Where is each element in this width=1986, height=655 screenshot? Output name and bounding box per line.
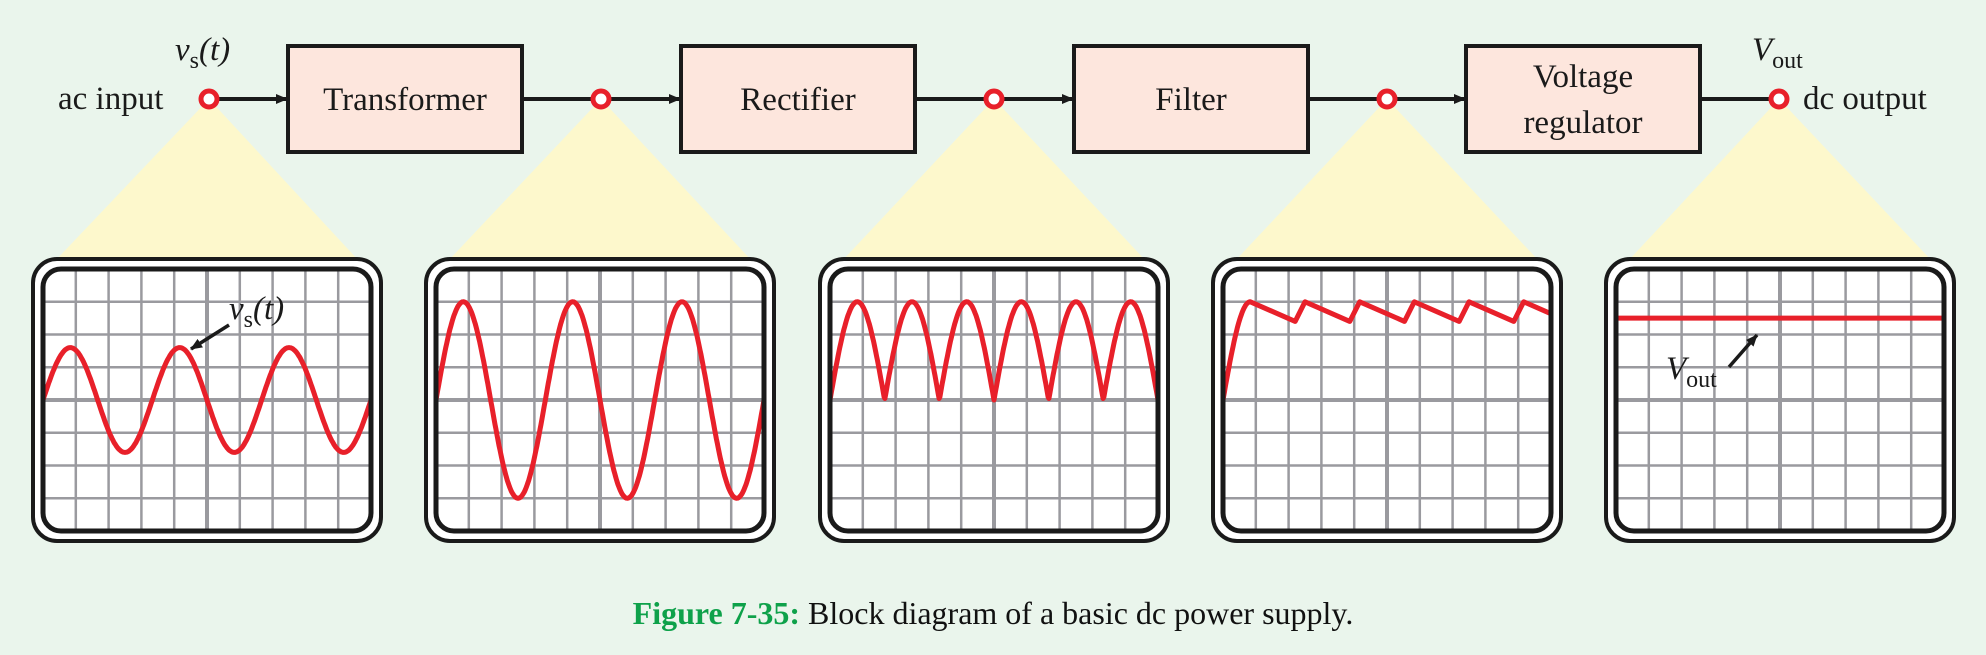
waveform-trace bbox=[436, 299, 764, 501]
scope-screen bbox=[43, 269, 371, 531]
test-node bbox=[1376, 88, 1398, 110]
scope-rectifier-output bbox=[818, 257, 1170, 543]
scope-inner-frame bbox=[827, 266, 1161, 534]
block-box bbox=[1464, 44, 1702, 154]
figure-number: Figure 7-35: bbox=[632, 595, 801, 631]
block-voltage-regulator: Voltage regulator bbox=[1464, 44, 1702, 154]
block-label: Filter bbox=[1155, 82, 1227, 118]
scope-filter-output bbox=[1211, 257, 1563, 543]
ac-input-label: ac input bbox=[58, 81, 163, 117]
annotation-arrow bbox=[1727, 333, 1759, 369]
output-signal-label: Vout bbox=[1752, 32, 1803, 74]
block-box bbox=[286, 44, 524, 154]
probe-highlight bbox=[55, 99, 359, 261]
scope-screen bbox=[1223, 269, 1551, 531]
block-label: regulator bbox=[1523, 105, 1642, 141]
probe-highlight bbox=[1628, 99, 1932, 261]
block-label: Voltage bbox=[1533, 59, 1633, 95]
test-node bbox=[590, 88, 612, 110]
block-box bbox=[679, 44, 917, 154]
waveform-trace bbox=[43, 345, 371, 455]
block-rectifier: Rectifier bbox=[679, 44, 917, 154]
annotation-arrow bbox=[190, 323, 230, 351]
scope-annotation-vout: Vout bbox=[1666, 351, 1717, 393]
scope-screen bbox=[830, 269, 1158, 531]
test-node bbox=[1768, 88, 1790, 110]
scope-inner-frame bbox=[40, 266, 374, 534]
block-transformer: Transformer bbox=[286, 44, 524, 154]
scope-regulator-output: Vout bbox=[1604, 257, 1956, 543]
caption-text: Block diagram of a basic dc power supply… bbox=[800, 595, 1354, 631]
probe-highlight bbox=[1235, 99, 1539, 261]
test-node bbox=[983, 88, 1005, 110]
power-supply-diagram: Transformer Rectifier Filter Voltage regulat… bbox=[31, 32, 1956, 543]
oscilloscope-panels: vs(t) Vout bbox=[31, 257, 1956, 543]
scope-inner-frame bbox=[1613, 266, 1947, 534]
test-node bbox=[198, 88, 220, 110]
block-label: Rectifier bbox=[740, 82, 855, 118]
probe-highlights bbox=[55, 99, 1932, 261]
figure-caption: Figure 7-35: Block diagram of a basic dc… bbox=[0, 595, 1986, 632]
scope-annotation-vs: vs(t) bbox=[229, 291, 284, 333]
waveform-trace bbox=[1223, 299, 1551, 401]
block-box bbox=[1072, 44, 1310, 154]
blocks: Transformer Rectifier Filter Voltage regulat… bbox=[286, 44, 1702, 154]
dc-output-label: dc output bbox=[1803, 81, 1927, 117]
probe-highlight bbox=[448, 99, 752, 261]
input-signal-label: vs(t) bbox=[175, 32, 230, 74]
scope-inner-frame bbox=[433, 266, 767, 534]
scope-screen bbox=[436, 269, 764, 531]
block-filter: Filter bbox=[1072, 44, 1310, 154]
probe-highlight bbox=[842, 99, 1146, 261]
block-label: Transformer bbox=[323, 82, 487, 118]
scope-inner-frame bbox=[1220, 266, 1554, 534]
scope-transformer-output bbox=[424, 257, 776, 543]
waveform-trace bbox=[830, 299, 1158, 403]
test-nodes bbox=[198, 88, 1790, 110]
scope-ac-input: vs(t) bbox=[31, 257, 383, 543]
scope-screen bbox=[1616, 269, 1944, 531]
